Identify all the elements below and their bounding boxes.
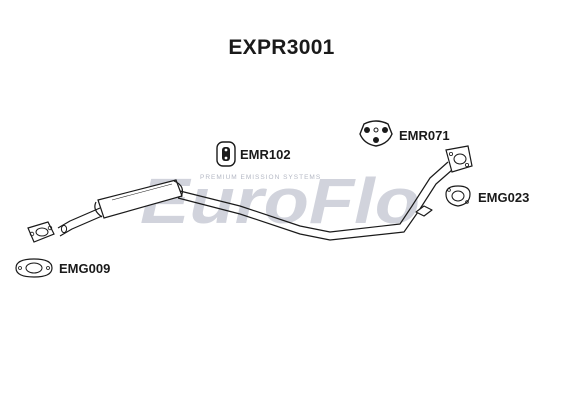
emr102-mount-icon (216, 141, 236, 167)
rear-flange (445, 145, 473, 173)
label-emr071: EMR071 (399, 128, 450, 143)
middle-silencer (94, 179, 184, 219)
emr071-mount-icon (359, 120, 393, 147)
emg023-gasket-icon (445, 185, 471, 207)
label-emr102: EMR102 (240, 147, 291, 162)
label-emg009: EMG009 (59, 261, 111, 276)
label-emg023: EMG023 (478, 190, 530, 205)
emg009-gasket-icon (15, 258, 53, 278)
watermark-brand: EuroFlo (140, 165, 420, 237)
euroflo-watermark: EuroFlo PREMIUM EMISSION SYSTEMS (140, 165, 420, 237)
part-number-title: EXPR3001 (228, 36, 335, 59)
watermark-tagline: PREMIUM EMISSION SYSTEMS (200, 174, 321, 181)
front-flange (27, 221, 68, 243)
exhaust-pipe (57, 161, 453, 241)
